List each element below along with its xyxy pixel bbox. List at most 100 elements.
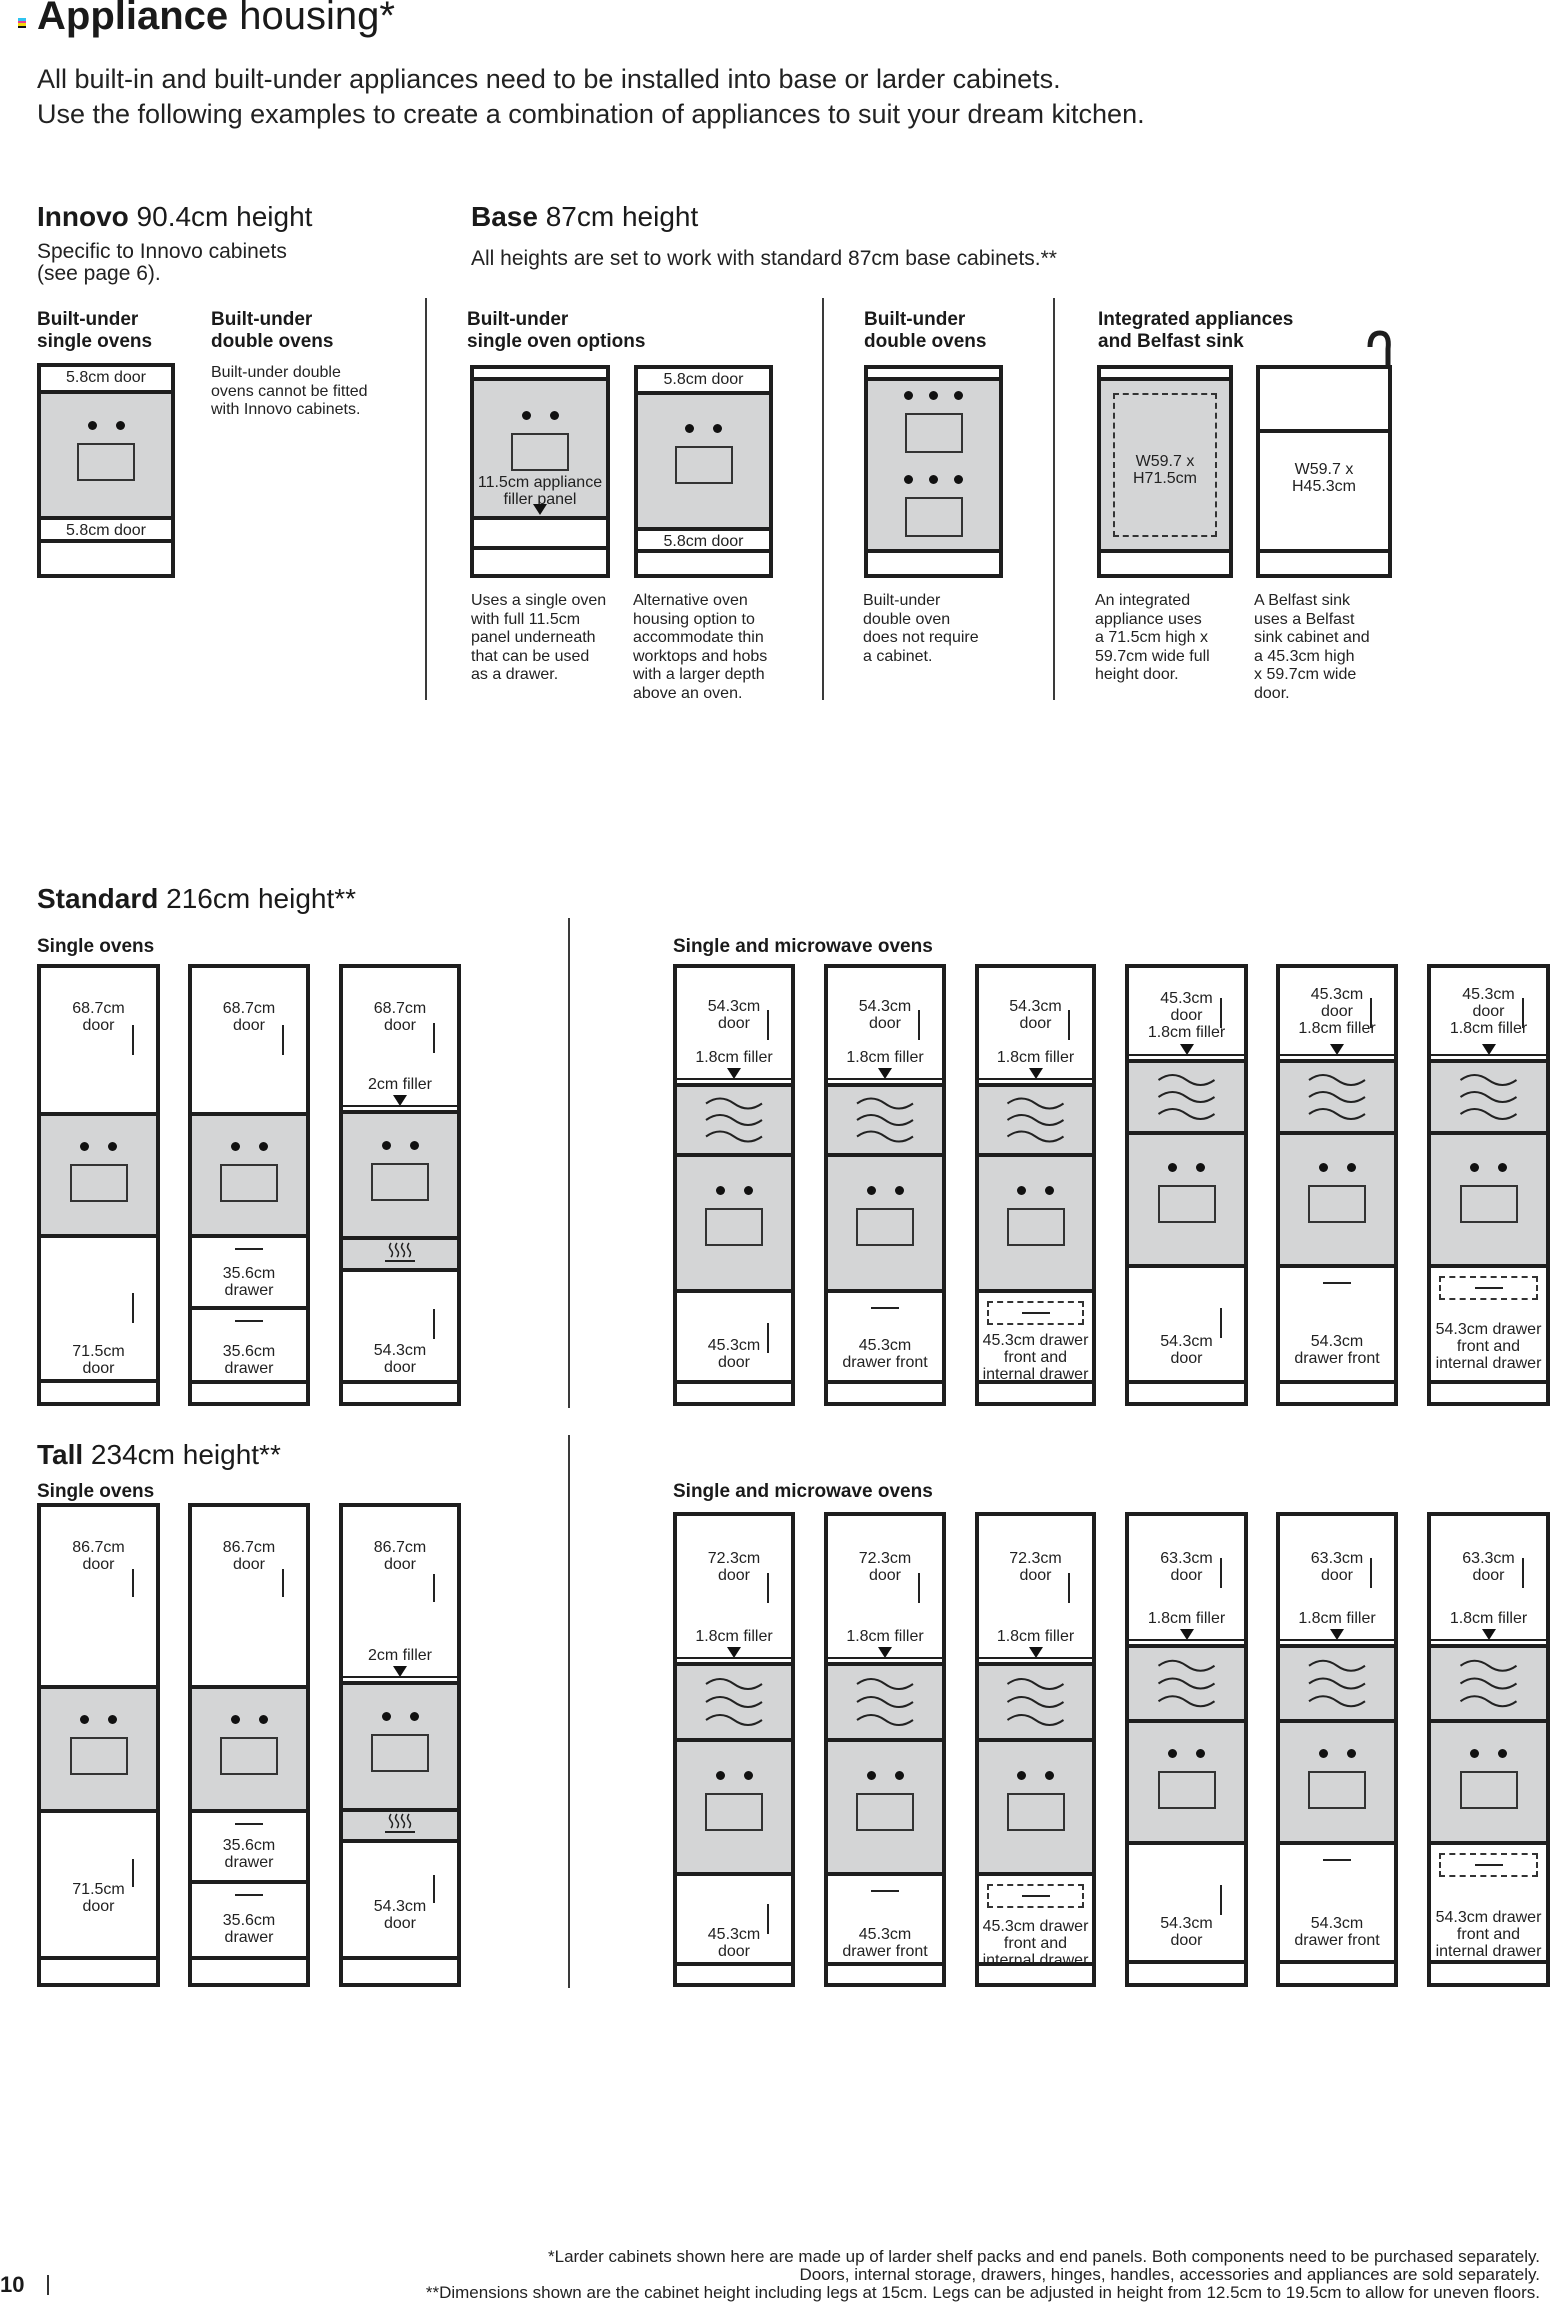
- filler-label: 1.8cm filler: [1298, 1610, 1376, 1627]
- section-plinth: [868, 369, 999, 377]
- desc-line: panel underneath: [471, 629, 596, 646]
- label-line: 45.3cm: [707, 1337, 761, 1354]
- knob-icon: [1045, 1770, 1054, 1780]
- innovo-heading-bold: Innovo: [37, 201, 129, 232]
- section-plinth: [677, 1380, 791, 1402]
- knob-icon: [409, 1140, 419, 1150]
- label-line: door: [717, 1567, 751, 1584]
- door-handle-icon: [1370, 1558, 1372, 1588]
- desc-line: An integrated: [1095, 592, 1191, 609]
- desc-line: Built-under: [863, 592, 941, 609]
- label-line: 54.3cm drawer: [1435, 1321, 1542, 1338]
- knob-icon: [1017, 1186, 1026, 1196]
- label-line: drawer front: [1294, 1350, 1380, 1367]
- section-micro: [828, 1662, 942, 1738]
- divider: [568, 918, 570, 1408]
- drawer-handle-icon: [235, 1894, 263, 1896]
- door-handle-icon: [767, 1323, 769, 1353]
- door-handle-icon: [132, 1025, 134, 1055]
- microwave-waves-icon: [1308, 1074, 1366, 1120]
- knob-icon: [929, 391, 938, 400]
- base-heading-rest: 87cm height: [537, 201, 699, 232]
- oven-window-icon: [705, 1792, 763, 1831]
- desc-line: uses a Belfast: [1254, 610, 1355, 628]
- section-oven: [41, 390, 171, 516]
- internal-drawer-outline: [987, 1301, 1084, 1325]
- label-line: 11.5cm appliance: [477, 474, 603, 491]
- filler-strip: [1431, 1054, 1546, 1059]
- label-line: door: [82, 1898, 115, 1915]
- door-handle-icon: [282, 1025, 284, 1055]
- section-plinth: [1129, 1960, 1244, 1982]
- knob-icon: [409, 1712, 419, 1722]
- knob-icon: [258, 1715, 268, 1725]
- knob-icon: [685, 424, 694, 434]
- oven-window-icon: [904, 497, 963, 537]
- knob-icon: [1470, 1163, 1479, 1173]
- label-line: 54.3cm: [373, 1898, 427, 1915]
- standard-heading: Standard 216cm height**: [37, 882, 356, 916]
- door-handle-icon: [433, 1875, 435, 1903]
- knob-icon: [108, 1141, 117, 1151]
- section-plinth: [41, 539, 171, 574]
- label-line: front and: [1003, 1935, 1068, 1952]
- section-label: 5.8cm door: [638, 371, 769, 388]
- door-handle-icon: [132, 1569, 134, 1597]
- label-line: door: [232, 1017, 266, 1034]
- microwave-waves-icon: [1308, 1659, 1366, 1708]
- arrow-down-icon: [1179, 1044, 1194, 1055]
- desc-line: worktops and hobs: [633, 647, 768, 665]
- drawer-handle-icon: [235, 1248, 263, 1250]
- oven-window-icon: [1308, 1770, 1366, 1809]
- knob-icon: [894, 1186, 904, 1196]
- label-line: 54.3cm: [373, 1342, 427, 1359]
- section-plinth: [677, 1962, 791, 1984]
- knob-icon: [1346, 1163, 1356, 1173]
- page-title-rest: housing*: [228, 0, 395, 38]
- label-line: 45.3cm: [1160, 990, 1213, 1007]
- label-line: H71.5cm: [1132, 470, 1198, 487]
- oven-window-icon: [1157, 1185, 1216, 1224]
- knob-icon: [713, 424, 722, 434]
- section-micro: [979, 1662, 1092, 1738]
- section-label: 5.8cm door: [41, 369, 171, 386]
- page-title-bold: Appliance: [37, 0, 229, 38]
- section-oven: [1431, 1131, 1546, 1264]
- tall-heading-rest: 234cm height**: [83, 1439, 281, 1470]
- section-plinth: [1431, 1380, 1546, 1402]
- oven-window-icon: [69, 1163, 128, 1202]
- oven-window-icon: [371, 1162, 429, 1201]
- section-plinth: [868, 549, 999, 574]
- drawer-handle-icon: [235, 1823, 263, 1825]
- label-line: H45.3cm: [1291, 478, 1357, 495]
- section-plinth: [979, 1380, 1092, 1402]
- label-line: door: [82, 1017, 115, 1034]
- section-plinth: [41, 1379, 156, 1401]
- section-plinth: [474, 369, 606, 377]
- arrow-down-icon: [533, 504, 547, 515]
- section-micro: [828, 1083, 942, 1153]
- desc-line: door.: [1254, 684, 1290, 702]
- base-single-heading: Built-under single oven options: [467, 309, 645, 353]
- label-line: door: [1472, 1567, 1505, 1584]
- section-door: [474, 516, 606, 546]
- base-integrated-heading: Integrated appliances and Belfast sink: [1098, 309, 1293, 353]
